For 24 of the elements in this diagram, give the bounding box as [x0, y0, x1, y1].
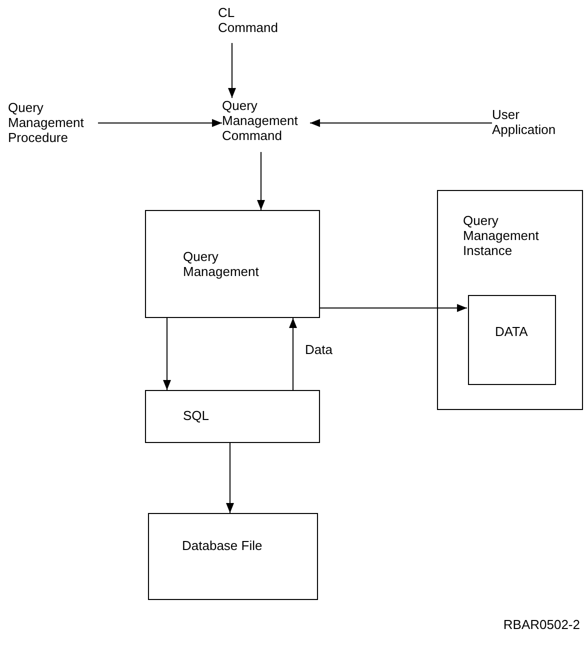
arrow — [289, 318, 297, 390]
arrow — [98, 119, 222, 127]
node-label: User Application — [492, 107, 557, 137]
process-box — [145, 390, 320, 443]
edge-label: Data — [305, 342, 332, 357]
box-label: DATA — [495, 324, 529, 339]
process-box — [148, 513, 318, 600]
arrow — [320, 304, 468, 312]
process-box — [145, 210, 320, 318]
process-box — [468, 295, 556, 385]
box-label: Database File — [182, 538, 264, 553]
node-label: CL Command — [218, 5, 279, 35]
arrow — [310, 119, 492, 127]
box-label: SQL — [183, 408, 210, 423]
figure-id: RBAR0502-2 — [503, 616, 580, 634]
arrow — [257, 152, 265, 210]
arrow — [228, 42, 236, 98]
box-label: Query Management Instance — [463, 213, 540, 258]
node-label: Query Management Command — [222, 98, 299, 143]
arrow — [226, 442, 234, 514]
process-box — [437, 190, 583, 410]
box-label: Query Management — [183, 249, 260, 279]
arrow — [163, 318, 171, 390]
node-label: Query Management Procedure — [8, 100, 85, 145]
